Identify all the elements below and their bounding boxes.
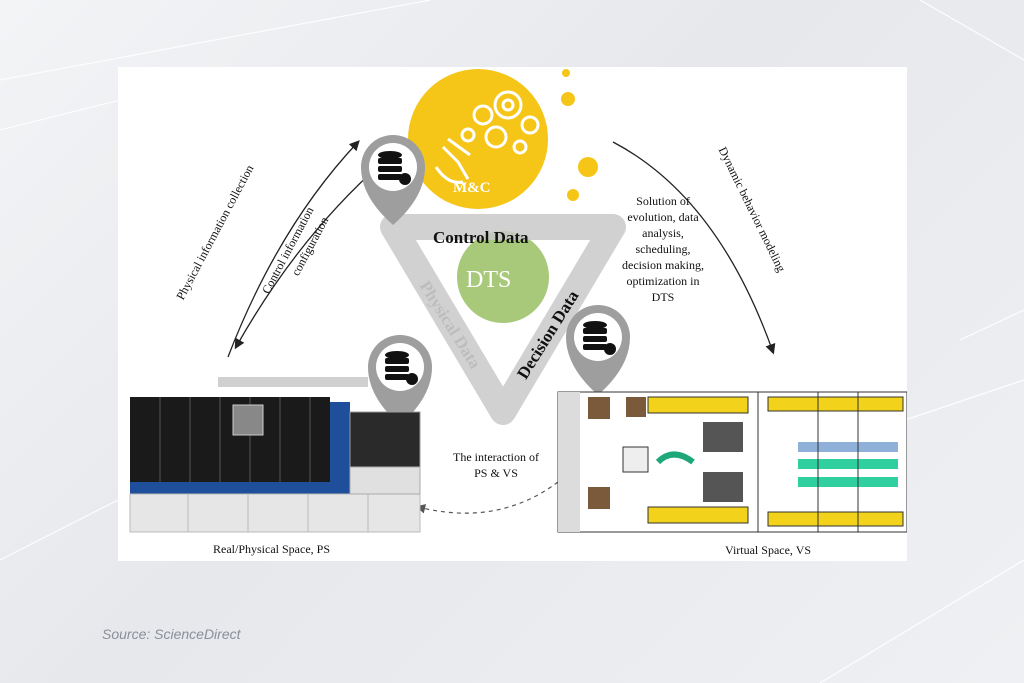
- solution-text: Solution of evolution, data analysis, sc…: [622, 194, 704, 304]
- virtual-space-caption: Virtual Space, VS: [725, 543, 812, 557]
- interaction-text: The interaction of PS & VS: [453, 450, 539, 480]
- data-triangle: [380, 214, 626, 425]
- physical-machine-image: [129, 377, 421, 533]
- physical-space-caption: Real/Physical Space, PS: [213, 542, 330, 556]
- diagram-panel: M&C DTS Control Data Decision Data Physi…: [118, 67, 907, 561]
- source-credit: Source: ScienceDirect: [102, 626, 241, 642]
- dts-circle: [457, 231, 549, 323]
- control-data-label: Control Data: [433, 228, 529, 247]
- virtual-layout-image: [557, 391, 907, 533]
- control-configuration-arrow: [234, 161, 384, 350]
- dynamic-modeling-arrow: [612, 141, 776, 355]
- database-pin-top-left: [361, 135, 425, 225]
- diagram-graphics: [129, 69, 907, 533]
- gears-hand-icon: [434, 90, 540, 184]
- database-pin-left: [368, 335, 432, 425]
- interaction-arrow: [415, 481, 559, 514]
- physical-collection-arrow: [227, 140, 360, 358]
- database-pin-right: [566, 305, 630, 395]
- hub-label: M&C: [453, 180, 491, 196]
- center-label: DTS: [466, 267, 512, 293]
